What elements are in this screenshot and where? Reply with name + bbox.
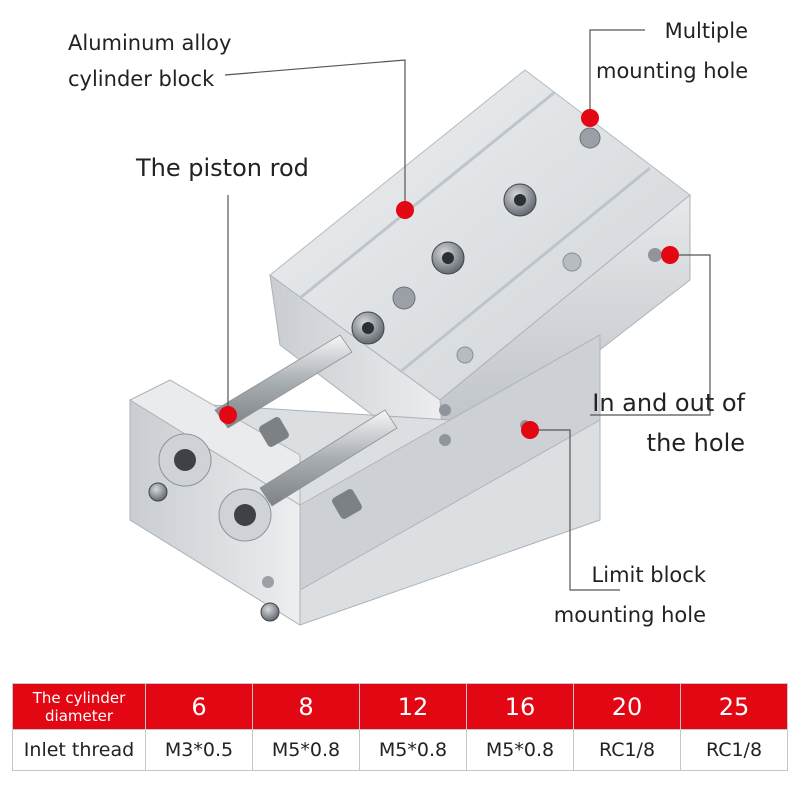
thread-cell: M5*0.8 bbox=[359, 729, 467, 771]
marker-cylinder-block bbox=[396, 201, 414, 219]
label-limit-block: Limit block mounting hole bbox=[550, 562, 706, 628]
marker-in-out-hole bbox=[661, 246, 679, 264]
label-line: cylinder block bbox=[68, 67, 215, 91]
spec-table: The cylinder diameter 6 8 12 16 20 25 In… bbox=[12, 683, 788, 771]
mounting-screws bbox=[148, 127, 662, 622]
label-line: mounting hole bbox=[596, 59, 749, 83]
label-line: Limit block bbox=[591, 563, 706, 587]
label-line: Multiple bbox=[664, 19, 748, 43]
label-line: In and out of bbox=[592, 389, 745, 417]
label-cylinder-block: Aluminum alloy cylinder block bbox=[68, 30, 231, 92]
leader-lines bbox=[224, 29, 711, 591]
label-line: mounting hole bbox=[553, 603, 706, 627]
diameter-cell: 12 bbox=[359, 683, 467, 730]
diameter-cell: 25 bbox=[680, 683, 788, 730]
callout-markers bbox=[219, 109, 679, 439]
label-line: Aluminum alloy bbox=[68, 31, 232, 55]
row-header-inlet-thread: Inlet thread bbox=[12, 729, 146, 771]
thread-cell: M5*0.8 bbox=[252, 729, 360, 771]
label-piston-rod: The piston rod bbox=[136, 154, 309, 182]
label-mounting-hole: Multiple mounting hole bbox=[596, 18, 748, 84]
piston-rods bbox=[158, 334, 398, 542]
thread-cell: RC1/8 bbox=[680, 729, 788, 771]
thread-cell: RC1/8 bbox=[573, 729, 681, 771]
diameter-cell: 8 bbox=[252, 683, 360, 730]
thread-cell: M5*0.8 bbox=[466, 729, 574, 771]
row-header-diameter: The cylinder diameter bbox=[12, 683, 146, 730]
marker-mounting-hole bbox=[581, 109, 599, 127]
diameter-cell: 6 bbox=[145, 683, 253, 730]
diameter-cell: 16 bbox=[466, 683, 574, 730]
label-line: the hole bbox=[646, 429, 745, 457]
label-in-out-hole: In and out of the hole bbox=[585, 388, 745, 458]
table-row-diameter: The cylinder diameter 6 8 12 16 20 25 bbox=[12, 683, 788, 730]
marker-limit-block bbox=[521, 421, 539, 439]
diameter-cell: 20 bbox=[573, 683, 681, 730]
marker-piston-rod bbox=[219, 406, 237, 424]
cylinder-illustration bbox=[128, 29, 711, 626]
thread-cell: M3*0.5 bbox=[145, 729, 253, 771]
table-row-inlet-thread: Inlet thread M3*0.5 M5*0.8 M5*0.8 M5*0.8… bbox=[12, 729, 788, 771]
